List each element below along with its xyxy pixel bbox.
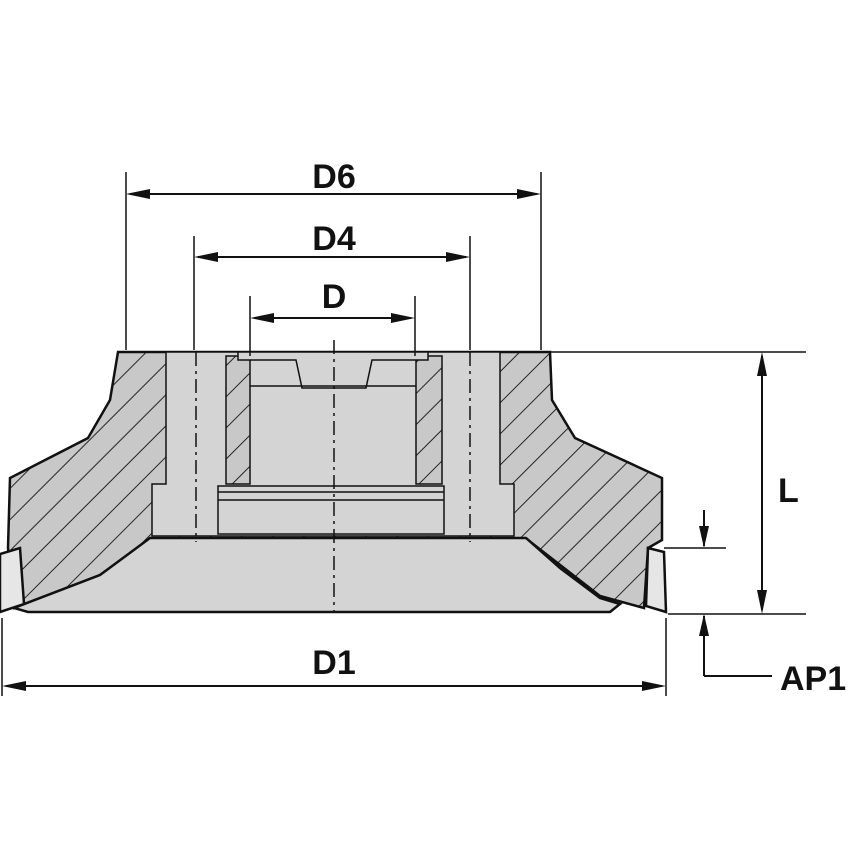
d-dimension: D xyxy=(249,278,416,356)
right-sleeve-wall xyxy=(415,355,443,485)
ap1-dimension: AP1 xyxy=(664,510,846,698)
d-label: D xyxy=(322,278,347,316)
left-sleeve-wall xyxy=(225,355,251,485)
l-label: L xyxy=(778,472,799,510)
d1-label: D1 xyxy=(312,644,355,682)
d6-label: D6 xyxy=(312,158,355,196)
l-dimension: L xyxy=(550,351,806,615)
d4-label: D4 xyxy=(312,220,356,258)
left-insert xyxy=(0,546,26,614)
bottom-recess xyxy=(10,536,623,614)
right-insert xyxy=(644,546,668,614)
drive-slot xyxy=(237,351,429,389)
ap1-label: AP1 xyxy=(780,660,846,698)
d6-dimension: D6 xyxy=(125,158,542,350)
d4-dimension: D4 xyxy=(193,220,471,350)
counterbore-step xyxy=(217,485,445,535)
d1-dimension: D1 xyxy=(1,618,667,696)
